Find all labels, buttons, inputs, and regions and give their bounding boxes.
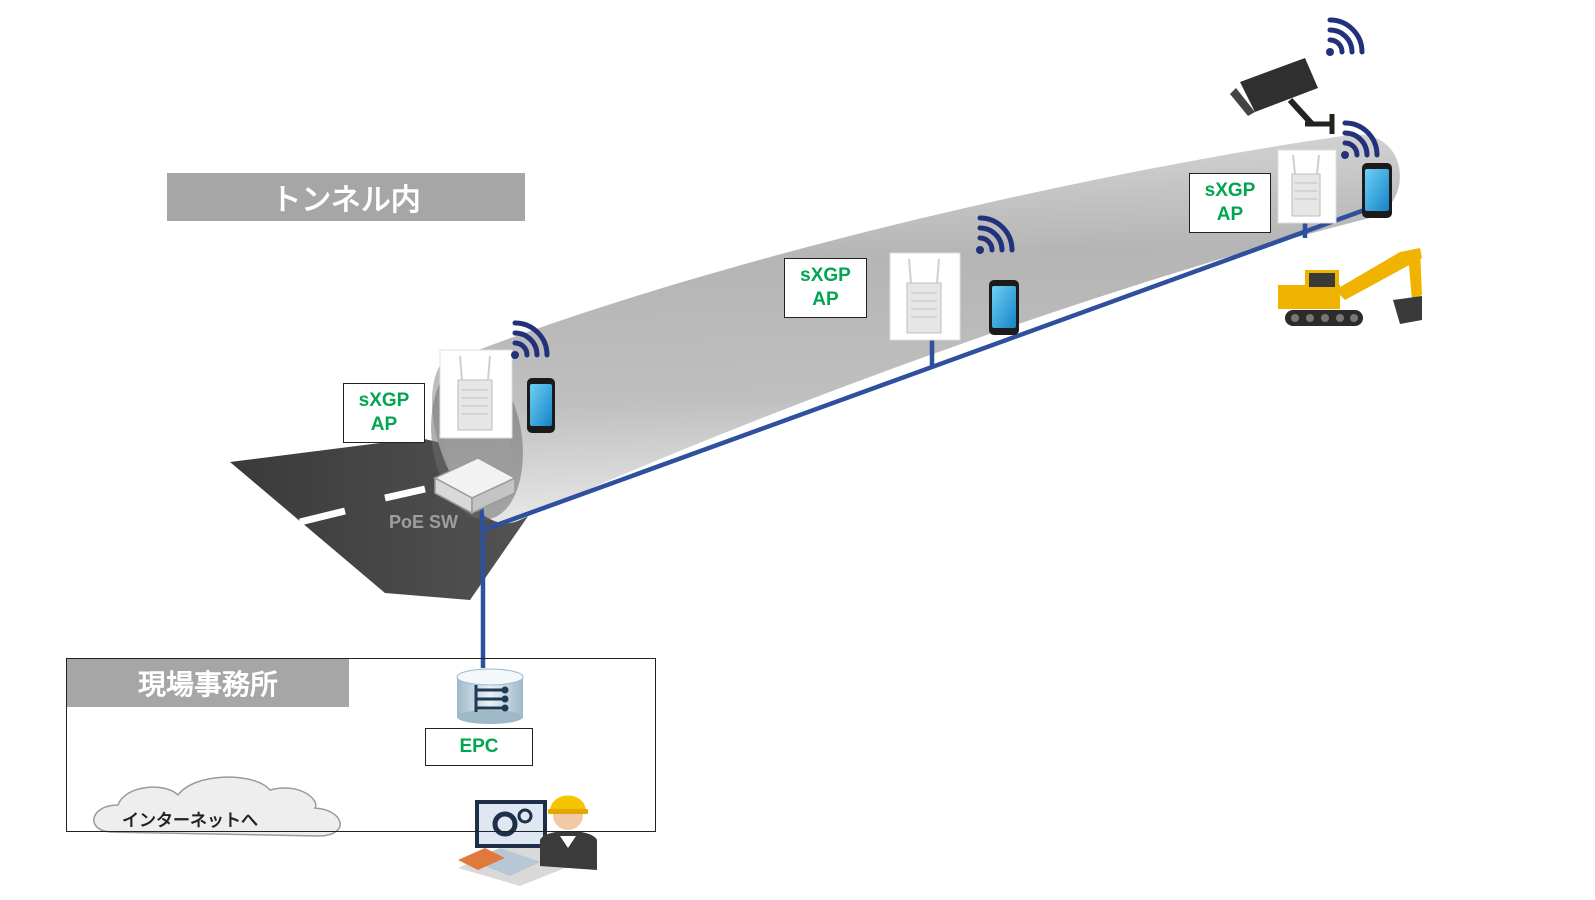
ap-label-line2: AP: [370, 414, 398, 435]
access-point-icon: [439, 349, 513, 439]
epc-label: EPC: [425, 728, 533, 766]
office-section-label: 現場事務所: [67, 659, 349, 707]
office-region: [66, 658, 656, 832]
ap-label-line1: sXGP: [358, 390, 410, 411]
ap-label-line1: sXGP: [800, 265, 851, 286]
wifi-signal-icon: [511, 320, 550, 359]
wifi-signal-icon: [1326, 17, 1365, 56]
ap-label-entrance: sXGP AP: [343, 383, 425, 443]
cloud-icon: [93, 776, 341, 837]
ap-label-line1: sXGP: [1204, 180, 1256, 201]
security-camera-icon: [1230, 58, 1335, 134]
access-point-icon: [1277, 149, 1337, 224]
excavator-icon: [1278, 248, 1422, 326]
wifi-signal-icon: [976, 215, 1015, 254]
poe-switch-label: PoE SW: [389, 512, 459, 532]
engineer-laptop-icon: [458, 795, 597, 886]
database-server-icon: [456, 668, 524, 724]
ap-label-line2: AP: [1216, 204, 1244, 225]
poe-switch-icon: [433, 457, 517, 515]
access-point-icon: [889, 252, 961, 341]
ap-label-face: sXGP AP: [1189, 173, 1271, 233]
smartphone-icon: [989, 280, 1019, 335]
internet-label: インターネットへ: [122, 811, 258, 831]
ap-label-line2: AP: [812, 289, 839, 310]
wifi-signal-icon: [1341, 120, 1380, 159]
ap-label-middle: sXGP AP: [784, 258, 867, 318]
smartphone-icon: [527, 378, 555, 433]
tunnel-section-label: トンネル内: [167, 173, 525, 221]
smartphone-icon: [1362, 163, 1392, 218]
